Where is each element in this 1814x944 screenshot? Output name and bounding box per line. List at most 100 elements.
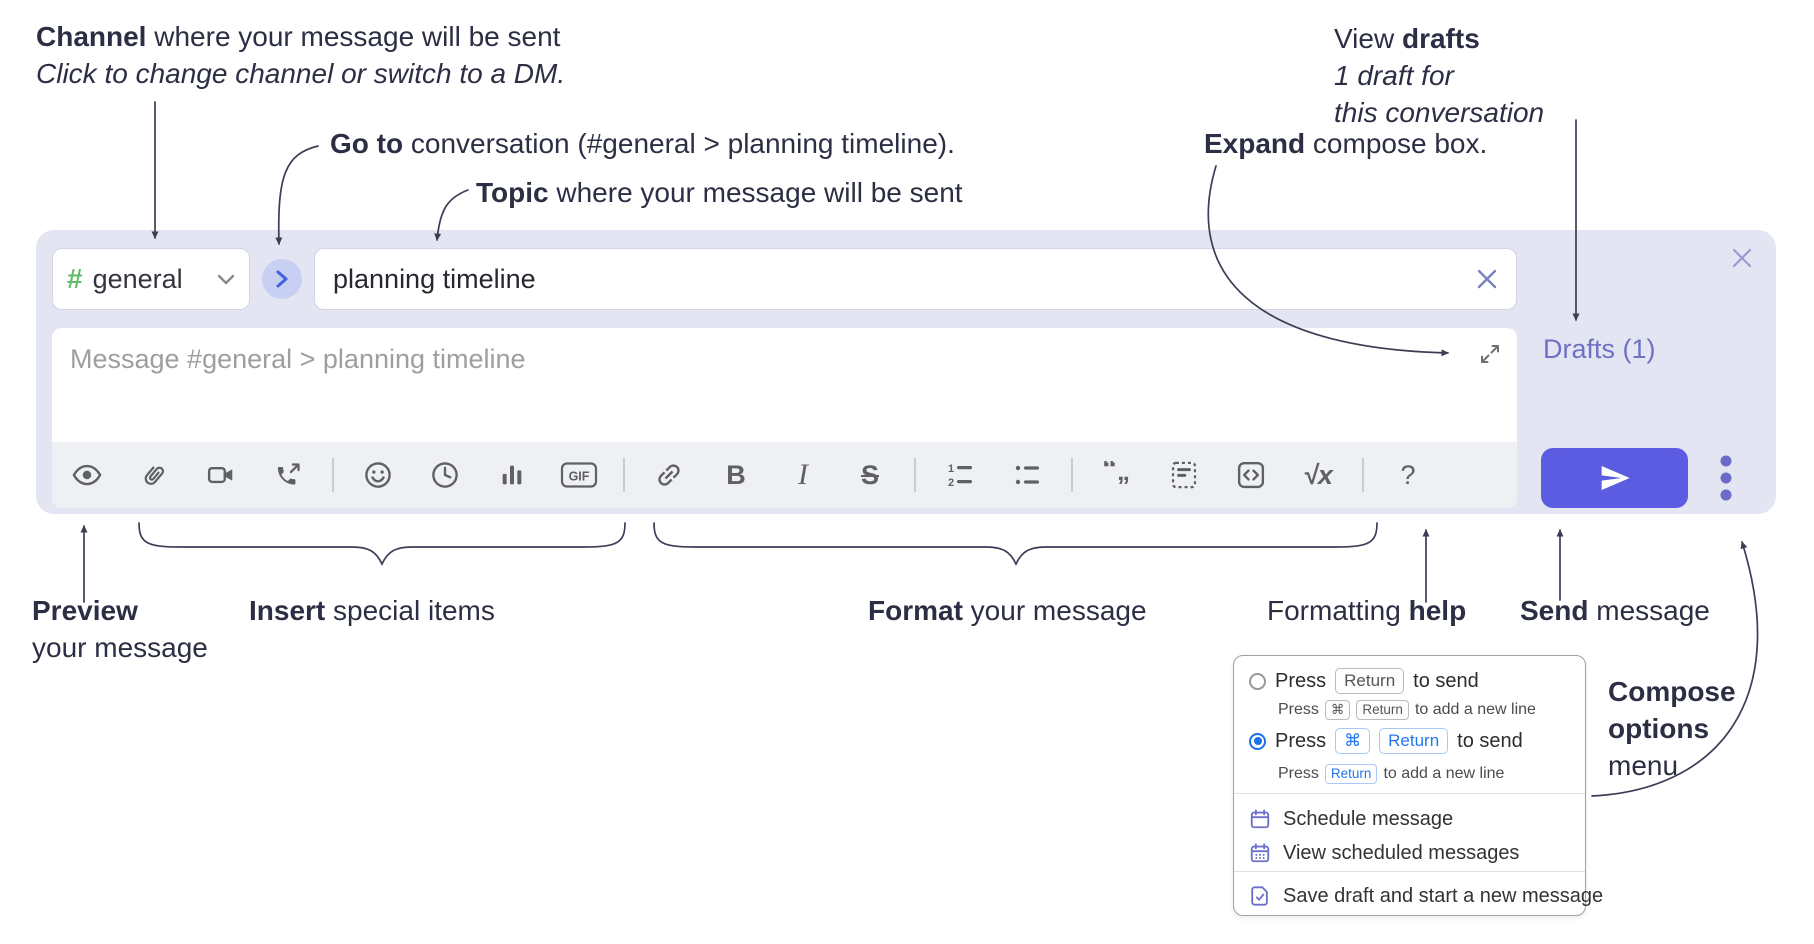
preview-button[interactable] [64,452,110,498]
link-icon [658,464,680,486]
annotation-send: Send message [1520,595,1710,626]
add-gif-button[interactable]: GIF [556,452,602,498]
phone-call-icon [277,463,300,485]
kebab-menu-icon [1720,455,1732,501]
strikethrough-button[interactable]: S [847,452,893,498]
expand-compose-button[interactable] [1477,342,1503,368]
radio-unselected-icon[interactable] [1249,672,1266,690]
save-draft-icon [1251,886,1268,906]
svg-text:GIF: GIF [569,470,590,484]
bulleted-list-button[interactable] [1004,452,1050,498]
annotation-expand: Expand compose box. [1204,128,1488,159]
add-emoji-button[interactable] [355,452,401,498]
send-icon [1601,466,1630,490]
message-input[interactable] [52,328,1517,442]
topic-input-wrapper [314,248,1517,310]
annotation-channel-rest: where your message will be sent [146,21,561,52]
message-area: GIF B I S 1 2 [52,328,1517,508]
option-enter-to-send-hint: Press ⌘ Return to add a new line [1278,700,1536,720]
menu-separator [1234,793,1585,794]
send-button[interactable] [1541,448,1688,508]
cmd-keycap: ⌘ [1324,700,1351,720]
chevron-right-icon [276,270,288,288]
radio-selected-icon[interactable] [1249,732,1266,750]
add-voice-call-button[interactable] [265,452,311,498]
toolbar-divider [914,458,916,492]
annotation-topic: Topic where your message will be sent [476,177,963,208]
annotation-preview: Preview your message [32,595,208,663]
expand-icon [1481,345,1499,363]
return-keycap: Return [1335,668,1405,694]
drafts-link[interactable]: Drafts (1) [1543,334,1656,364]
brace-format-message [653,522,1378,567]
annotation-view-drafts: View drafts 1 draft for this conversatio… [1334,23,1545,128]
gif-icon: GIF [560,462,598,488]
toolbar-divider [1362,458,1364,492]
annotation-channel-line2: Click to change channel or switch to a D… [36,58,566,89]
calendar-grid-icon [1250,843,1270,863]
math-button[interactable]: √x [1295,452,1341,498]
return-keycap: Return [1324,764,1378,784]
message-formatting-help-button[interactable]: ? [1385,452,1431,498]
option-enter-to-send[interactable]: Press Return to send [1249,668,1479,694]
svg-text:2: 2 [948,477,954,489]
cmd-keycap: ⌘ [1335,728,1371,754]
compose-options-menu: Press Return to send Press ⌘ Return to a… [1233,655,1603,916]
add-video-call-button[interactable] [198,452,244,498]
clock-icon [432,462,458,488]
annotation-format: Format your message [868,595,1147,626]
annotation-goto: Go to conversation (#general > planning … [330,128,955,159]
code-icon [1237,461,1265,489]
bold-button[interactable]: B [713,452,759,498]
topic-input[interactable] [331,262,1474,296]
return-keycap: Return [1356,700,1409,720]
quote-button[interactable]: “ „ [1094,452,1140,498]
video-camera-icon [207,466,233,484]
poll-bar-chart-icon [502,465,522,485]
annotation-formatting-help: Formatting help [1267,595,1467,626]
compose-options-menu-button[interactable] [1712,448,1740,508]
menu-item-schedule-message[interactable]: Schedule message [1249,802,1453,836]
annotation-insert: Insert special items [249,595,495,626]
go-to-conversation-button[interactable] [262,259,302,299]
channel-hash-icon: # [67,263,83,294]
chevron-down-icon [217,274,235,284]
italic-button[interactable]: I [780,452,826,498]
attach-file-button[interactable] [131,452,177,498]
code-button[interactable] [1228,452,1274,498]
menu-item-view-scheduled-messages[interactable]: View scheduled messages [1249,836,1519,870]
toolbar-divider [623,458,625,492]
toolbar-divider [1071,458,1073,492]
clear-topic-icon[interactable] [1474,266,1500,292]
compose-box: # general [36,230,1776,514]
link-button[interactable] [646,452,692,498]
channel-selector-button[interactable]: # general [52,248,250,310]
add-global-time-button[interactable] [422,452,468,498]
paperclip-icon [144,466,165,485]
annotation-compose-options: Compose options menu [1608,676,1736,781]
spoiler-button[interactable] [1161,452,1207,498]
annotation-channel: Channel where your message will be sent … [36,18,565,92]
eye-icon [72,464,102,486]
option-cmd-enter-to-send-hint: Press Return to add a new line [1278,764,1505,784]
quote-icon: “ „ [1102,461,1130,486]
add-poll-button[interactable] [489,452,535,498]
toolbar-divider [332,458,334,492]
annotation-channel-bold: Channel [36,21,147,52]
numbered-list-icon: 1 2 [948,463,972,489]
return-keycap: Return [1379,728,1449,754]
brace-insert-items [138,522,626,567]
menu-separator [1234,871,1585,872]
menu-item-save-draft-new-message[interactable]: Save draft and start a new message [1249,880,1603,912]
smiley-icon [365,462,391,488]
close-icon [1732,248,1752,268]
svg-text:“: “ [1102,461,1117,485]
option-cmd-enter-to-send[interactable]: Press ⌘ Return to send [1249,728,1523,754]
svg-text:„: „ [1117,461,1130,486]
numbered-list-button[interactable]: 1 2 [937,452,983,498]
svg-text:1: 1 [948,463,954,475]
channel-name: general [92,263,183,294]
close-compose-button[interactable] [1728,244,1756,272]
calendar-icon [1250,809,1270,829]
